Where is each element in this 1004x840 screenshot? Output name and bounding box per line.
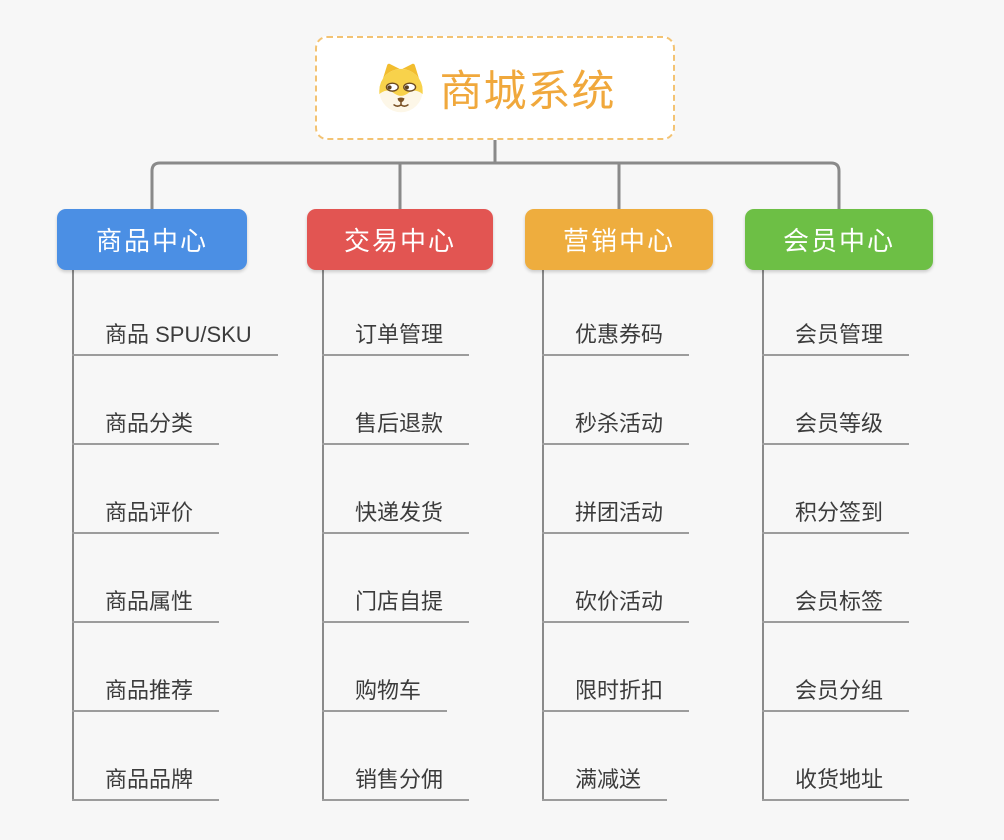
child-node[interactable]: 积分签到 xyxy=(762,499,910,534)
root-node[interactable]: 商城系统 xyxy=(315,36,675,140)
child-node[interactable]: 门店自提 xyxy=(322,588,470,623)
dog-face-icon xyxy=(378,63,423,113)
child-node[interactable]: 商品品牌 xyxy=(72,766,220,801)
child-node[interactable]: 砍价活动 xyxy=(542,588,690,623)
branch-node-trade-center[interactable]: 交易中心 xyxy=(307,209,493,270)
child-node[interactable]: 商品分类 xyxy=(72,410,220,445)
child-node[interactable]: 商品 SPU/SKU xyxy=(72,321,278,356)
child-node[interactable]: 秒杀活动 xyxy=(542,410,690,445)
child-node[interactable]: 购物车 xyxy=(322,677,448,712)
child-node[interactable]: 商品属性 xyxy=(72,588,220,623)
branch-node-member-center[interactable]: 会员中心 xyxy=(745,209,933,270)
child-node[interactable]: 商品评价 xyxy=(72,499,220,534)
branch-node-product-center[interactable]: 商品中心 xyxy=(57,209,247,270)
child-node[interactable]: 售后退款 xyxy=(322,410,470,445)
branch-node-marketing-center[interactable]: 营销中心 xyxy=(525,209,713,270)
child-node[interactable]: 限时折扣 xyxy=(542,677,690,712)
child-node[interactable]: 会员分组 xyxy=(762,677,910,712)
child-node[interactable]: 商品推荐 xyxy=(72,677,220,712)
child-node[interactable]: 订单管理 xyxy=(322,321,470,356)
child-node[interactable]: 会员等级 xyxy=(762,410,910,445)
child-node[interactable]: 快递发货 xyxy=(322,499,470,534)
child-node[interactable]: 收货地址 xyxy=(762,766,910,801)
child-node[interactable]: 会员标签 xyxy=(762,588,910,623)
child-node[interactable]: 拼团活动 xyxy=(542,499,690,534)
child-node[interactable]: 会员管理 xyxy=(762,321,910,356)
child-node[interactable]: 满减送 xyxy=(542,766,668,801)
child-node[interactable]: 销售分佣 xyxy=(322,766,470,801)
root-title: 商城系统 xyxy=(439,68,616,116)
child-node[interactable]: 优惠券码 xyxy=(542,321,690,356)
